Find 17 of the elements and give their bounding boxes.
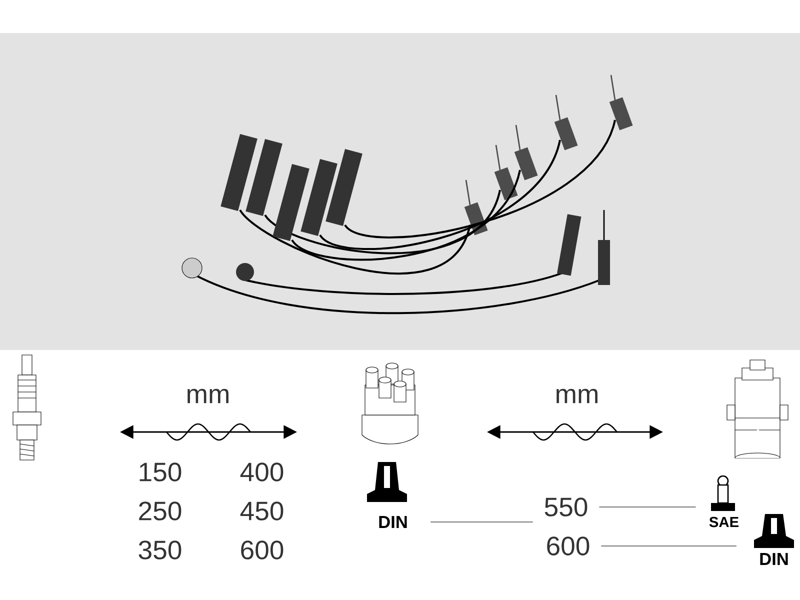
length-value: 600	[547, 536, 590, 556]
connector-line	[598, 506, 696, 508]
length-value: 600	[241, 540, 284, 560]
length-value: 450	[240, 502, 284, 520]
node-label: SAE	[709, 516, 738, 528]
unit-label: mm	[556, 388, 598, 404]
length-value: 400	[240, 462, 284, 482]
unit-label: mm	[188, 388, 228, 404]
sae-connector: SAE	[709, 475, 738, 528]
node-label: DIN	[379, 516, 407, 528]
node-label: DIN	[760, 553, 788, 565]
length-value: 250	[139, 502, 182, 520]
din-connector: DIN	[754, 514, 794, 565]
length-value: 150	[140, 462, 182, 482]
din-connector: DIN	[367, 462, 407, 528]
length-value: 350	[138, 540, 182, 560]
length-value: 550	[544, 498, 588, 516]
